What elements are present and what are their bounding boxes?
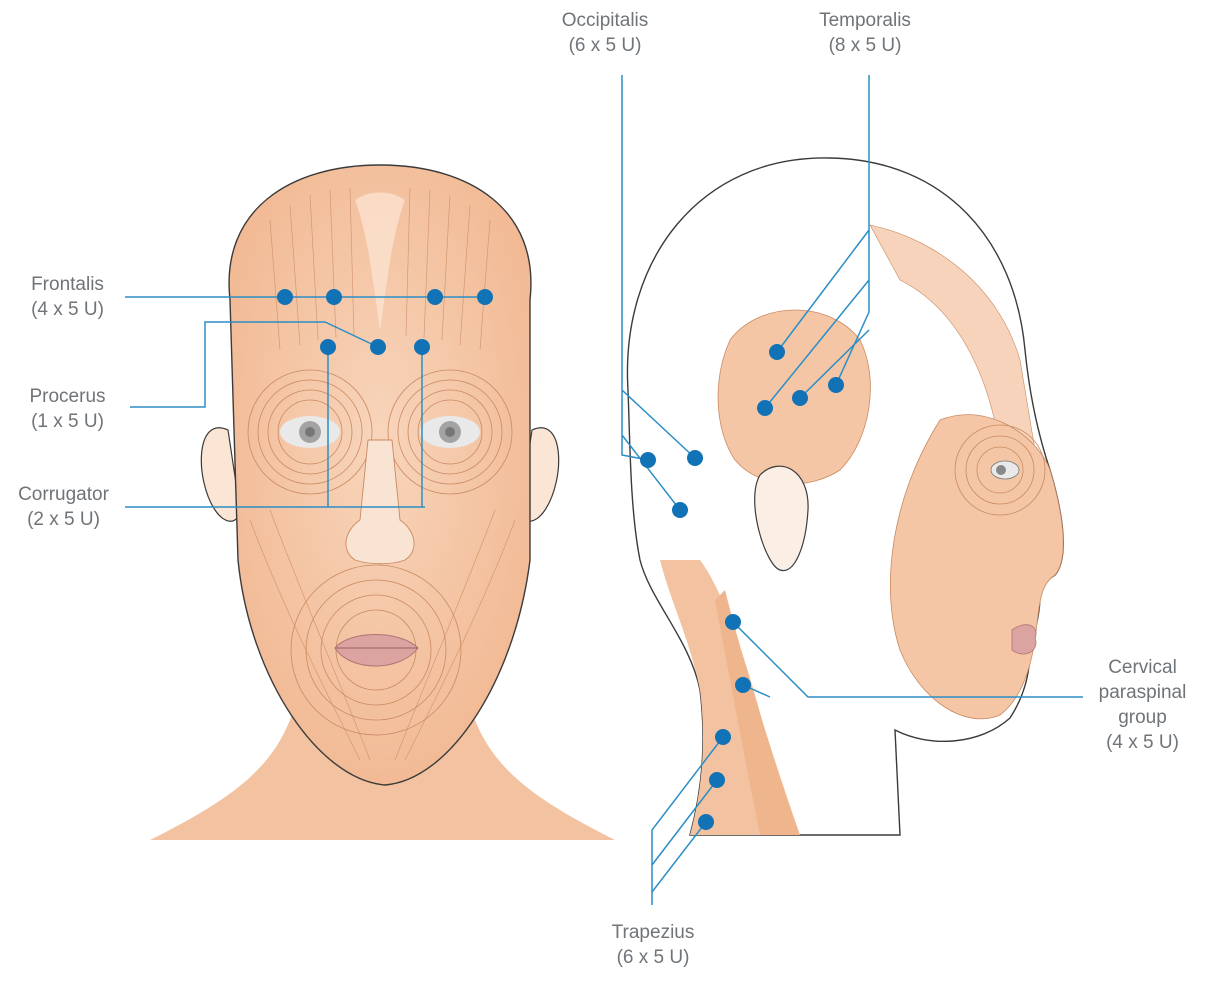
temporalis-dot xyxy=(792,390,808,406)
temporalis-label: Temporalis (8 x 5 U) xyxy=(800,8,930,58)
corrugator-name: Corrugator xyxy=(6,482,121,507)
frontalis-dose: (4 x 5 U) xyxy=(10,297,125,322)
trapezius-dot xyxy=(709,772,725,788)
procerus-label: Procerus (1 x 5 U) xyxy=(10,384,125,434)
cervical-label: Cervical paraspinal group (4 x 5 U) xyxy=(1085,655,1200,755)
trapezius-dot xyxy=(715,729,731,745)
corrugator-label: Corrugator (2 x 5 U) xyxy=(6,482,121,532)
frontalis-dot xyxy=(326,289,342,305)
temporalis-name: Temporalis xyxy=(800,8,930,33)
corrugator-dot xyxy=(414,339,430,355)
front-view-head xyxy=(150,165,615,840)
cervical-dot xyxy=(735,677,751,693)
cervical-line3: group xyxy=(1085,705,1200,730)
occipitalis-name: Occipitalis xyxy=(540,8,670,33)
trapezius-label: Trapezius (6 x 5 U) xyxy=(588,920,718,970)
cervical-line2: paraspinal xyxy=(1085,680,1200,705)
temporalis-dot xyxy=(757,400,773,416)
frontalis-dot xyxy=(277,289,293,305)
side-view-head xyxy=(627,158,1063,835)
occipitalis-dot xyxy=(640,452,656,468)
frontalis-dot xyxy=(477,289,493,305)
frontalis-dot xyxy=(427,289,443,305)
side-lips xyxy=(1012,625,1036,654)
cervical-dose: (4 x 5 U) xyxy=(1085,730,1200,755)
cervical-dot xyxy=(725,614,741,630)
temporalis-dot xyxy=(828,377,844,393)
occipitalis-dose: (6 x 5 U) xyxy=(540,33,670,58)
procerus-dose: (1 x 5 U) xyxy=(10,409,125,434)
procerus-dot xyxy=(370,339,386,355)
corrugator-dose: (2 x 5 U) xyxy=(6,507,121,532)
occipitalis-label: Occipitalis (6 x 5 U) xyxy=(540,8,670,58)
procerus-name: Procerus xyxy=(10,384,125,409)
occipitalis-dot xyxy=(687,450,703,466)
frontalis-label: Frontalis (4 x 5 U) xyxy=(10,272,125,322)
trapezius-dose: (6 x 5 U) xyxy=(588,945,718,970)
trapezius-dot xyxy=(698,814,714,830)
temporalis-dot xyxy=(769,344,785,360)
cervical-line1: Cervical xyxy=(1085,655,1200,680)
temporalis-dose: (8 x 5 U) xyxy=(800,33,930,58)
corrugator-dot xyxy=(320,339,336,355)
occipitalis-dot xyxy=(672,502,688,518)
trapezius-name: Trapezius xyxy=(588,920,718,945)
frontalis-name: Frontalis xyxy=(10,272,125,297)
